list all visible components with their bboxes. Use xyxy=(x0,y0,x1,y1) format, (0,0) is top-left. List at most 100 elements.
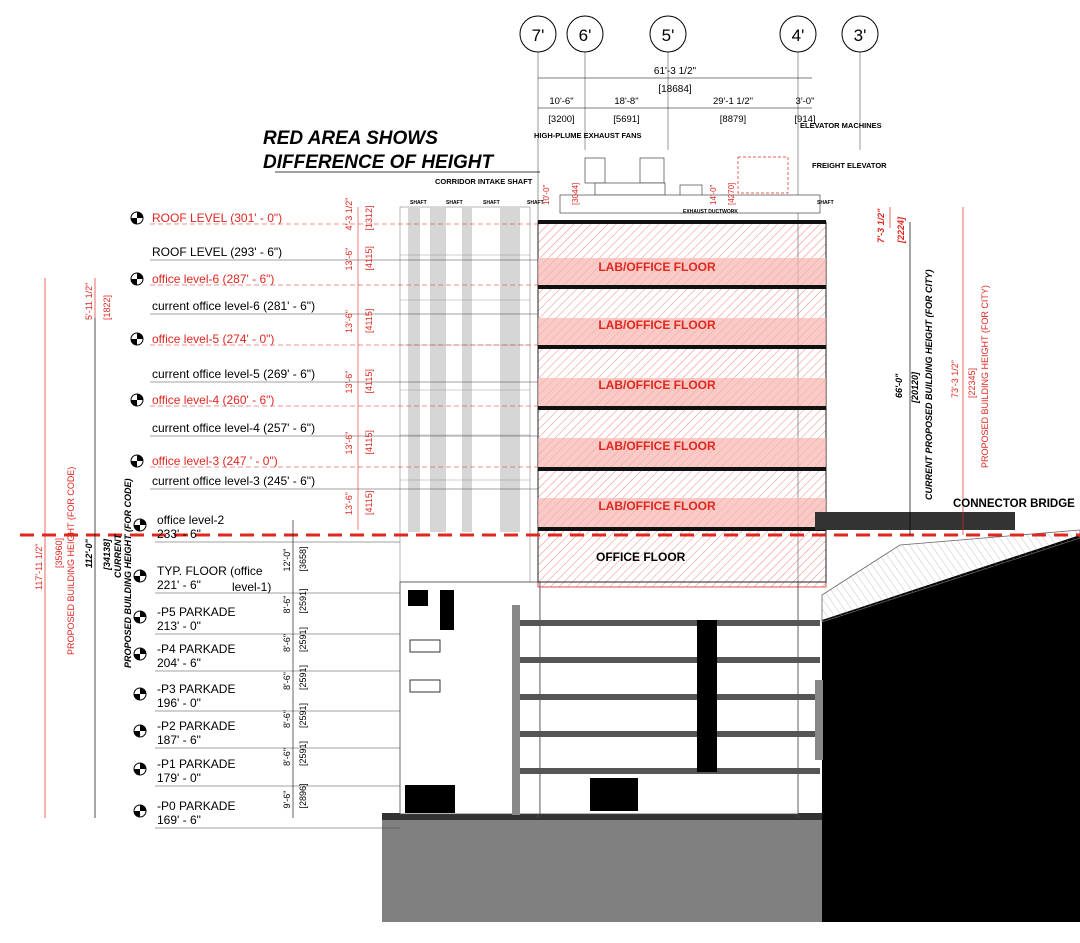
grid-bubble-label: 5' xyxy=(662,26,675,45)
floor-dim-mm: [4115] xyxy=(364,369,374,393)
floor-dim-ft: 13'-6" xyxy=(344,432,354,455)
floor-dim-mm: [2896] xyxy=(298,783,308,808)
current-ft: 112'-0" xyxy=(84,539,94,568)
neighbour-building xyxy=(822,535,1080,922)
level-elevation: 204' - 6" xyxy=(157,656,201,670)
floor-dim-ft: 8'-6" xyxy=(282,672,292,690)
level-marker-icon xyxy=(133,724,147,738)
lab-office-floor-label: LAB/OFFICE FLOOR xyxy=(598,378,716,392)
right-diff-ft: 7'-3 1/2" xyxy=(876,208,886,243)
mech-dim-mm: [4270] xyxy=(727,183,736,205)
segment-dim-mm: [3200] xyxy=(548,114,574,125)
shaft-label-4: SHAFT xyxy=(527,200,544,206)
floor-dim-mm: [4115] xyxy=(364,309,374,333)
right-current-mm: [20120] xyxy=(910,371,920,404)
right-current-label: CURRENT PROPOSED BUILDING HEIGHT (FOR CI… xyxy=(924,269,934,500)
level-label: office level-5 (274' - 0") xyxy=(152,332,274,346)
level-label: office level-3 (247 ' - 0") xyxy=(152,454,278,468)
grid-bubble: 5' xyxy=(649,15,687,53)
floor-dim-mm: [2591] xyxy=(298,703,308,728)
segment-dim-ft: 29'-1 1/2" xyxy=(713,96,753,107)
grid-bubble: 4' xyxy=(779,15,817,53)
level-label: office level-2 xyxy=(157,513,224,527)
left-diff-ft: 5'-11 1/2" xyxy=(84,283,94,320)
level-marker-icon xyxy=(133,610,147,624)
segment-dim-mm: [914] xyxy=(794,114,815,125)
freight-elevator-label: FREIGHT ELEVATOR xyxy=(812,161,887,170)
level-elevation: 196' - 0" xyxy=(157,696,201,710)
lab-office-floor-label: LAB/OFFICE FLOOR xyxy=(598,499,716,513)
level-label: ROOF LEVEL (301' - 0") xyxy=(152,211,282,225)
segment-dim-ft: 18'-8" xyxy=(614,96,638,107)
floor-dim-mm: [2591] xyxy=(298,665,308,690)
title-line1: RED AREA SHOWS xyxy=(263,128,438,149)
floor-dim-ft: 12'-0" xyxy=(282,549,292,572)
segment-dim-mm: [5691] xyxy=(613,114,639,125)
code-total-ft: 117'-11 1/2" xyxy=(34,543,44,590)
level-marker-icon xyxy=(130,272,144,286)
grid-bubble: 6' xyxy=(566,15,604,53)
floor-labels: LAB/OFFICE FLOOR LAB/OFFICE FLOOR LAB/OFFI… xyxy=(598,260,716,513)
segment-dim-ft: 3'-0" xyxy=(796,96,815,107)
grid-bubble: 7' xyxy=(519,15,557,53)
floor-slab xyxy=(538,285,826,289)
level-elevation: 233' - 6" xyxy=(157,527,201,541)
level-marker-icon xyxy=(130,393,144,407)
shaft-label-5: SHAFT xyxy=(817,200,834,206)
level-label: office level-6 (287' - 6") xyxy=(152,272,274,286)
city-ft: 73'-3 1/2" xyxy=(950,360,960,398)
current-label2: PROPOSED BUILDING HEIGHT (FOR CODE) xyxy=(123,478,133,668)
code-total-label: PROPOSED BUILDING HEIGHT (FOR CODE) xyxy=(66,467,76,655)
level-elevation: 169' - 6" xyxy=(157,813,201,827)
level-label: office level-4 (260' - 6") xyxy=(152,393,274,407)
floor-dim-mm: [4115] xyxy=(364,246,374,270)
parkade-section xyxy=(399,581,823,815)
roof-annotations: HIGH-PLUME EXHAUST FANS ELEVATOR MACHINE… xyxy=(410,121,887,215)
level-marker-icon xyxy=(133,762,147,776)
level-label: -P2 PARKADE xyxy=(157,719,235,733)
mech-dim-ft: 14'-0" xyxy=(709,184,718,205)
segment-dim-ft: 10'-6" xyxy=(549,96,573,107)
level-label: -P0 PARKADE xyxy=(157,799,235,813)
ground-block xyxy=(382,818,822,922)
level-marker-icon xyxy=(130,332,144,346)
elevator-machines-label: ELEVATOR MACHINES xyxy=(800,121,882,130)
floor-dim-mm: [1312] xyxy=(364,205,374,230)
grid-bubble-label: 3' xyxy=(854,26,867,45)
level-elevation: 179' - 0" xyxy=(157,771,201,785)
level-label: current office level-6 (281' - 6") xyxy=(152,299,315,313)
shaft-label-1: SHAFT xyxy=(410,200,427,206)
level-elevation: 187' - 6" xyxy=(157,733,201,747)
neighbour-roof xyxy=(821,529,1080,623)
lab-office-floor-label: LAB/OFFICE FLOOR xyxy=(598,439,716,453)
floor-slab xyxy=(538,527,826,531)
grid-bubble-label: 7' xyxy=(532,26,545,45)
level-marker-icon xyxy=(133,518,147,532)
level-label: -P4 PARKADE xyxy=(157,642,235,656)
fans-label: HIGH-PLUME EXHAUST FANS xyxy=(534,131,642,140)
floor-dim-mm: [2591] xyxy=(298,627,308,652)
level-label: ROOF LEVEL (293' - 6") xyxy=(152,245,282,259)
right-diff-mm: [2224] xyxy=(896,216,906,244)
floor-dim-mm: [4115] xyxy=(364,491,374,515)
lab-office-floor-label: LAB/OFFICE FLOOR xyxy=(598,260,716,274)
grid-bubble-label: 6' xyxy=(579,26,592,45)
floor-dim-ft: 8'-6" xyxy=(282,634,292,652)
lower-floor-dims: 12'-0"[3658]8'-6"[2591]8'-6"[2591]8'-6"[… xyxy=(282,520,308,818)
right-dimensions: 7'-3 1/2" [2224] 66'-0" [20120] CURRENT … xyxy=(876,207,990,535)
roof-mechanical xyxy=(559,156,821,214)
level-marker-icon xyxy=(133,687,147,701)
segment-dim-mm: [8879] xyxy=(720,114,746,125)
floor-dim-ft: 9'-6" xyxy=(282,791,292,809)
city-mm: [22345] xyxy=(967,368,977,398)
city-label: PROPOSED BUILDING HEIGHT (FOR CITY) xyxy=(980,285,990,468)
level-markers: ROOF LEVEL (301' - 0") ROOF LEVEL (293' -… xyxy=(130,211,538,490)
corridor-shaft-label: CORRIDOR INTAKE SHAFT xyxy=(435,177,533,186)
floor-slab xyxy=(538,467,826,471)
floor-slab xyxy=(538,406,826,410)
level-label: current office level-3 (245' - 6") xyxy=(152,474,315,488)
left-diff-mm: [1822] xyxy=(102,295,112,320)
level-label: current office level-5 (269' - 6") xyxy=(152,367,315,381)
corridor-dim-ft: 10'-0" xyxy=(542,184,551,205)
